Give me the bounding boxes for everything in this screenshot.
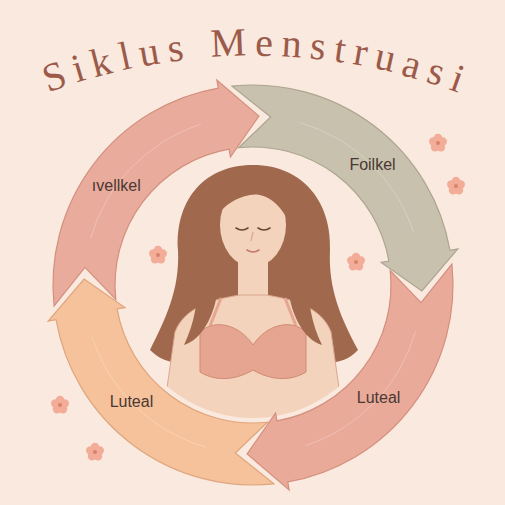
title-letter: s: [165, 27, 186, 69]
nose: [251, 232, 253, 241]
cycle-arrow-segment: Luteal: [245, 262, 455, 492]
segment-shape: [230, 83, 460, 293]
title-letter: t: [331, 29, 348, 70]
segment-outline: [232, 85, 458, 291]
segment-shape: [51, 78, 261, 308]
title-letter: S: [37, 54, 71, 99]
hair-fringe: [218, 177, 290, 225]
hair-left-strand: [184, 205, 218, 345]
title-letter: u: [136, 31, 163, 74]
title-letter: i: [446, 58, 470, 99]
segment-outline: [247, 264, 453, 490]
leaf-vein: [91, 124, 201, 238]
title-letter: i: [67, 48, 89, 90]
segment-outline: [48, 279, 274, 485]
phase-label: Luteal: [110, 393, 154, 411]
leaf-vein: [300, 123, 414, 233]
bra-straps: [210, 298, 296, 326]
cycle-arrow-segment: Luteal: [46, 277, 276, 487]
segment-shape: [46, 277, 276, 487]
phase-label: ıvellkel: [92, 177, 141, 195]
title-letter: a: [398, 43, 426, 86]
title-letter: s: [308, 26, 328, 67]
leaf-vein: [305, 332, 415, 446]
hair-right-strand: [288, 205, 322, 345]
bra: [200, 325, 306, 379]
title-letter: u: [371, 36, 399, 79]
segment-outline: [53, 80, 259, 306]
woman-figure: [150, 165, 358, 430]
title-letter: n: [280, 24, 302, 65]
segment-shape: [245, 262, 455, 492]
cycle-arrow-segment: ıvellkel: [51, 78, 261, 308]
title-letter: r: [350, 32, 370, 74]
phase-label: Foilkel: [349, 156, 395, 174]
title-letter: s: [423, 50, 450, 93]
mouth: [247, 250, 259, 252]
closed-eyes: [236, 228, 270, 230]
title-letter: l: [115, 36, 134, 77]
leaf-vein: [92, 337, 206, 447]
cycle-arrow-segment: Foilkel: [230, 83, 460, 293]
title-letter: [190, 25, 204, 66]
phase-label: Luteal: [357, 389, 401, 407]
title-letter: e: [255, 23, 273, 63]
title-letter: M: [210, 23, 247, 64]
title-letter: k: [87, 40, 116, 84]
